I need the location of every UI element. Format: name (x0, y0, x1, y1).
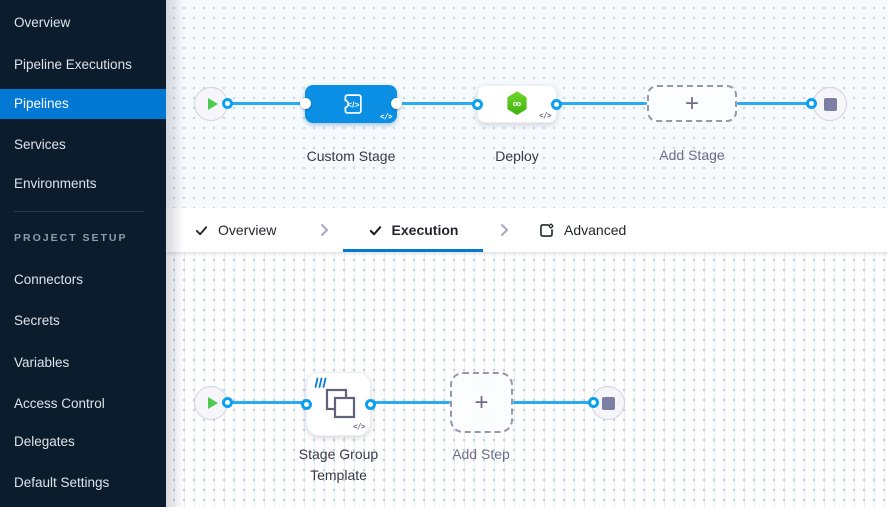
template-library-icon (314, 377, 327, 388)
stop-icon (601, 396, 615, 410)
stage-group-out-port[interactable] (365, 399, 376, 410)
tab-overview-label: Overview (218, 222, 277, 238)
code-glyph: </> (347, 99, 359, 109)
custom-stage-in-port[interactable] (300, 98, 311, 109)
add-step-label: Add Step (452, 446, 510, 462)
sidebar-item-variables[interactable]: Variables (14, 355, 70, 370)
deploy-stage-node[interactable]: ∞ </> (472, 85, 562, 123)
edge-add-stage-to-end (737, 102, 812, 105)
check-icon (369, 225, 381, 235)
custom-stage-out-port[interactable] (391, 98, 402, 109)
edge-start-to-stage-group (228, 401, 306, 404)
custom-stage-icon: </> (344, 94, 362, 114)
deploy-out-port[interactable] (551, 99, 562, 110)
stage-group-icon (325, 388, 355, 419)
execution-end-node (591, 386, 625, 420)
edge-add-step-to-end (513, 401, 594, 404)
edge-stage-group-to-add-step (371, 401, 450, 404)
execution-start-out-port[interactable] (222, 397, 233, 408)
stage-config-tabbar: Overview Execution Advanced (166, 208, 888, 252)
sidebar-item-pipeline-executions[interactable]: Pipeline Executions (14, 57, 132, 72)
yaml-code-icon: </> (538, 111, 552, 120)
sidebar-item-overview[interactable]: Overview (14, 15, 71, 30)
play-icon (207, 397, 218, 409)
stage-graph-canvas[interactable]: </> </> Custom Stage ∞ </> Deploy (166, 0, 888, 208)
sidebar-item-connectors[interactable]: Connectors (14, 272, 84, 287)
sidebar-item-environments[interactable]: Environments (14, 176, 97, 191)
edge-custom-stage-to-deploy (397, 102, 477, 105)
panel-gear-icon (540, 222, 554, 237)
project-sidebar: Overview Pipeline Executions Pipelines S… (0, 0, 166, 507)
chevron-right-icon (321, 224, 328, 236)
sidebar-divider (14, 211, 144, 212)
infinity-glyph: ∞ (513, 96, 521, 110)
deploy-stage-label: Deploy (495, 148, 539, 164)
add-step-button[interactable]: + (450, 372, 513, 433)
tab-execution-label: Execution (391, 222, 459, 238)
stage-group-in-port[interactable] (301, 399, 312, 410)
play-icon (207, 98, 218, 110)
pipeline-end-node (813, 87, 847, 121)
edge-deploy-to-add-stage (557, 102, 647, 105)
execution-end-in-port[interactable] (588, 397, 599, 408)
edge-start-to-custom-stage (228, 102, 305, 105)
tab-advanced-label: Advanced (564, 222, 627, 238)
sidebar-item-default-settings[interactable]: Default Settings (14, 475, 110, 490)
start-node-out-port[interactable] (222, 98, 233, 109)
add-stage-button[interactable]: + (647, 85, 737, 122)
end-node-in-port[interactable] (806, 98, 817, 109)
sidebar-item-secrets[interactable]: Secrets (14, 313, 60, 328)
stop-icon (823, 97, 837, 111)
yaml-code-icon: </> (379, 112, 393, 121)
plus-icon: + (684, 89, 699, 117)
deploy-in-port[interactable] (472, 99, 483, 110)
custom-stage-label: Custom Stage (306, 148, 396, 164)
sidebar-item-pipelines[interactable]: Pipelines (0, 89, 166, 119)
yaml-code-icon: </> (352, 422, 366, 431)
tab-execution[interactable]: Execution (343, 208, 483, 252)
chevron-right-icon (501, 224, 508, 236)
tab-overview[interactable]: Overview (194, 208, 276, 252)
sidebar-item-access-control[interactable]: Access Control (14, 396, 105, 411)
deploy-cd-icon: ∞ (507, 91, 527, 116)
sidebar-item-delegates[interactable]: Delegates (14, 434, 75, 449)
sidebar-item-services[interactable]: Services (14, 137, 66, 152)
execution-graph-canvas[interactable]: </> Stage Group Template + Add Step (166, 252, 888, 507)
check-icon (195, 225, 208, 235)
sidebar-section-project-setup: PROJECT SETUP (14, 232, 128, 244)
stage-group-template-label: Stage Group Template (298, 446, 379, 483)
custom-stage-node[interactable]: </> </> (300, 85, 402, 123)
tab-advanced[interactable]: Advanced (538, 208, 626, 252)
plus-icon: + (474, 388, 489, 416)
stage-group-template-node[interactable]: </> (301, 372, 376, 436)
add-stage-label: Add Stage (659, 147, 725, 163)
